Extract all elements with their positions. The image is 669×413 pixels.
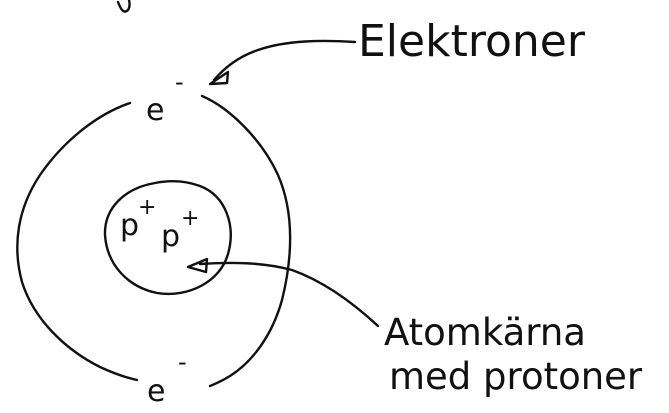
electron-orbit-left bbox=[16, 101, 139, 382]
proton-1-charge: + bbox=[138, 195, 156, 220]
electron-orbit-right bbox=[200, 94, 292, 388]
stray-mark bbox=[116, 0, 131, 13]
electrons-label: Elektroner bbox=[358, 16, 586, 67]
proton-1-symbol: p bbox=[120, 208, 139, 243]
proton-2-symbol: p bbox=[161, 219, 180, 254]
nucleus-pointer-arrow bbox=[198, 261, 380, 328]
nucleus-label-line1: Atomkärna bbox=[384, 311, 586, 354]
nucleus-pointer-arrowhead bbox=[186, 257, 209, 274]
electron-pointer-arrowhead bbox=[208, 70, 230, 86]
electron-top-charge: - bbox=[175, 68, 184, 96]
electron-bottom-charge: - bbox=[178, 348, 187, 376]
electron-pointer-arrow bbox=[212, 39, 357, 82]
electron-top-symbol: e bbox=[146, 93, 164, 128]
electron-bottom-symbol: e bbox=[147, 374, 165, 409]
proton-2-charge: + bbox=[181, 206, 199, 231]
nucleus-circle bbox=[103, 180, 232, 296]
nucleus-label-line2: med protoner bbox=[389, 355, 643, 398]
